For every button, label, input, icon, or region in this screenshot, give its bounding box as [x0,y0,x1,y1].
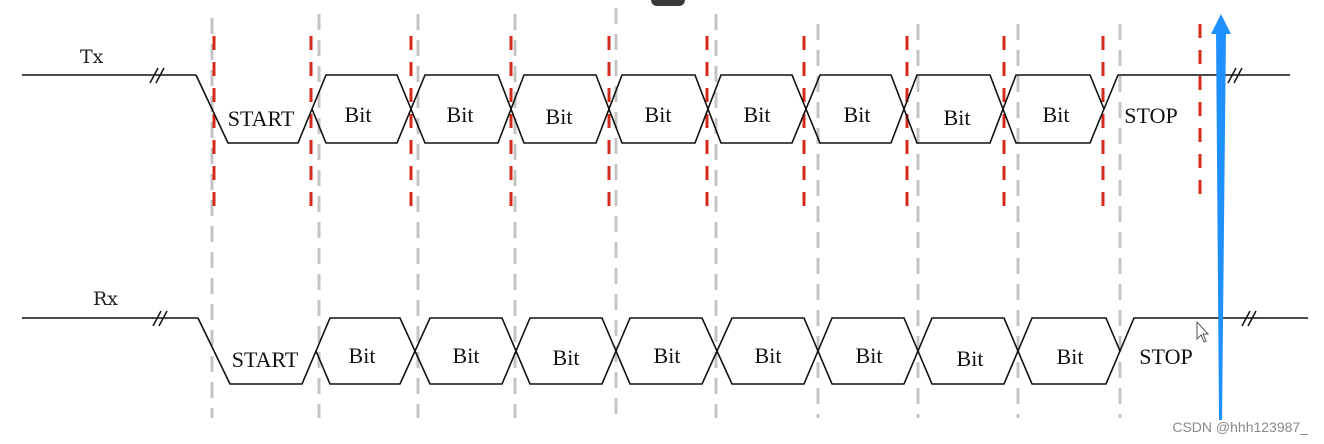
tx-field-label: Bit [645,102,672,127]
rx-field-label: Bit [453,343,480,368]
rx-field-label: Bit [349,343,376,368]
rx-field-label: STOP [1139,344,1192,369]
rx-stop-line [1119,317,1308,352]
tx-start-bit [195,74,313,144]
rx-field-label: Bit [553,345,580,370]
tx-field-label: Bit [345,102,372,127]
rx-break-mark [1247,310,1257,327]
watermark: CSDN @hhh123987_ [1172,419,1308,435]
rx-break-mark [1241,310,1251,327]
tx-field-label: START [228,106,295,131]
tx-field-label: Bit [844,102,871,127]
rx-field-label: START [232,347,299,372]
mouse-cursor-icon [1196,320,1210,343]
tx-field-label: STOP [1124,103,1177,128]
rx-start-bit [197,317,317,385]
rx-break-mark [158,310,168,327]
rx-field-label: Bit [856,343,883,368]
tx-field-label: Bit [546,104,573,129]
tx-signal: Tx START Bit Bit Bit Bit Bit Bit Bit Bit… [22,46,1290,144]
rx-data-upper [315,317,1121,385]
rx-data-lower [315,317,1121,385]
rx-field-label: Bit [654,343,681,368]
tx-field-label: Bit [944,105,971,130]
tx-break-mark [1227,67,1237,84]
rx-label: Rx [93,288,118,310]
tx-field-label: Bit [447,102,474,127]
rx-field-label: Bit [957,346,984,371]
gray-guides [210,8,1122,418]
blue-arrow-head [1211,14,1231,34]
rx-signal: Rx START Bit Bit Bit Bit Bit Bit Bit Bit… [22,288,1308,385]
rx-field-label: Bit [1057,344,1084,369]
rx-field-label: Bit [755,343,782,368]
tx-break-mark [155,67,165,84]
tx-break-mark [149,67,159,84]
tx-label: Tx [80,46,104,68]
tx-break-mark [1233,67,1243,84]
top-tab [651,0,685,6]
rx-break-mark [152,310,162,327]
red-guides [212,24,1202,208]
blue-arrow [1211,14,1231,420]
tx-data-lower [311,74,1105,144]
tx-field-label: Bit [744,102,771,127]
blue-arrow-shaft [1216,30,1226,420]
tx-field-label: Bit [1043,102,1070,127]
